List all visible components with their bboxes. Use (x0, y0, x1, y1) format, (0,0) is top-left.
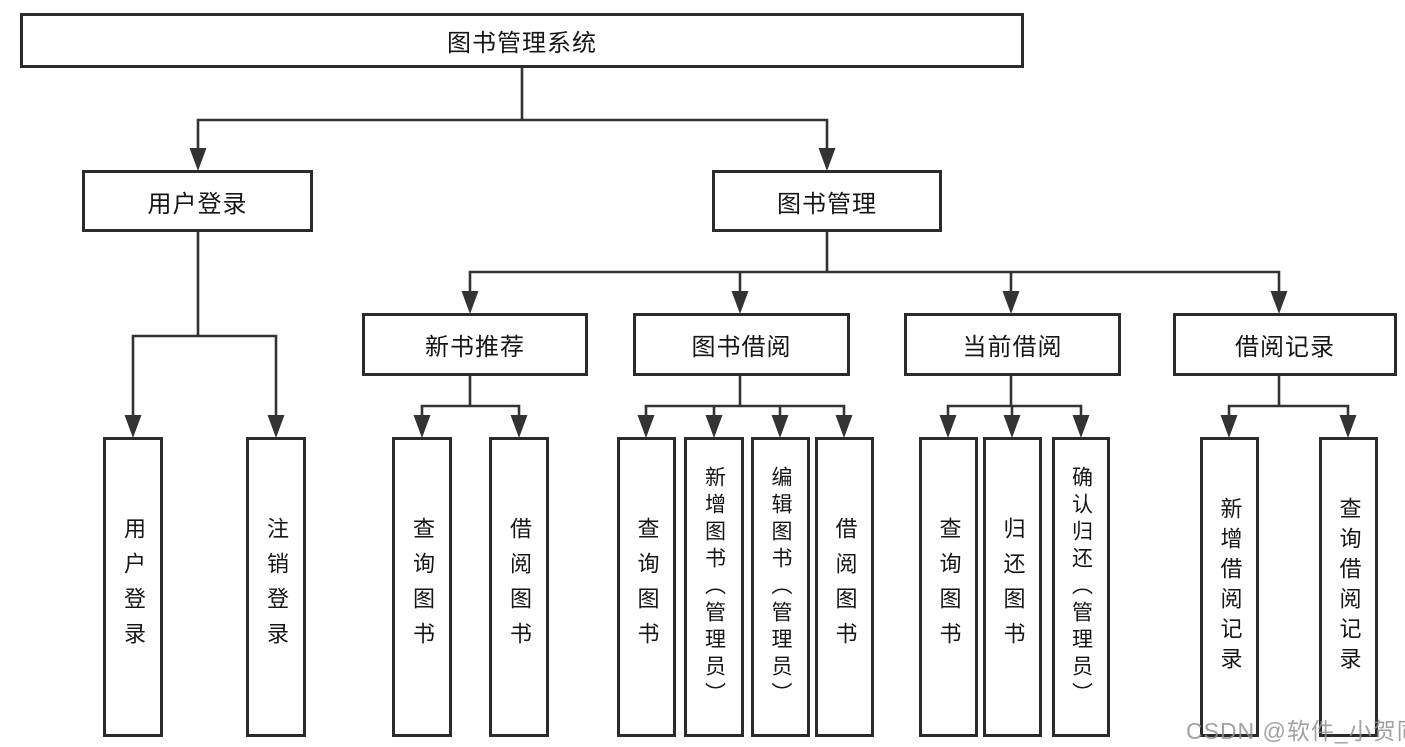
node-label-leaf-confirm-return: 确认归还（管理员） (1069, 465, 1093, 709)
node-leaf-query-book-1: 查询图书 (392, 437, 452, 737)
node-leaf-add-book: 新增图书（管理员） (684, 437, 744, 737)
node-book-management: 图书管理 (712, 170, 942, 232)
node-leaf-edit-book: 编辑图书（管理员） (751, 437, 810, 737)
node-label-leaf-logout: 注销登录 (264, 517, 289, 657)
node-label-current-borrowing: 当前借阅 (962, 334, 1063, 361)
node-label-user-login-branch: 用户登录 (147, 190, 248, 218)
node-leaf-borrow-book-2: 借阅图书 (815, 437, 874, 737)
node-leaf-add-borrow-record: 新增借阅记录 (1200, 437, 1259, 737)
node-book-borrowing: 图书借阅 (633, 313, 850, 376)
node-leaf-query-book-3: 查询图书 (919, 437, 978, 737)
node-label-leaf-edit-book: 编辑图书（管理员） (769, 465, 792, 709)
node-label-leaf-borrow-book-2: 借阅图书 (832, 517, 858, 657)
node-leaf-logout: 注销登录 (246, 437, 306, 737)
arrowhead-icon (124, 148, 1357, 438)
node-label-leaf-user-login: 用户登录 (121, 517, 146, 657)
node-leaf-query-book-2: 查询图书 (617, 437, 676, 737)
node-leaf-borrow-book-1: 借阅图书 (489, 437, 549, 737)
csdn-watermark: CSDN @软件_小贺同学 (1186, 718, 1405, 744)
node-label-leaf-return-book: 归还图书 (1000, 517, 1026, 657)
node-label-system-root: 图书管理系统 (447, 30, 597, 57)
node-label-book-borrowing: 图书借阅 (691, 334, 792, 361)
node-borrowing-records: 借阅记录 (1173, 313, 1397, 376)
node-label-leaf-query-borrow-record: 查询借阅记录 (1336, 497, 1362, 677)
node-label-leaf-add-book: 新增图书（管理员） (702, 465, 726, 709)
node-leaf-query-borrow-record: 查询借阅记录 (1319, 437, 1378, 737)
node-label-leaf-query-book-1: 查询图书 (410, 517, 435, 657)
node-leaf-confirm-return: 确认归还（管理员） (1052, 437, 1110, 737)
node-user-login-branch: 用户登录 (82, 170, 313, 232)
node-label-new-book-recommend: 新书推荐 (425, 334, 525, 361)
node-label-book-management: 图书管理 (777, 190, 877, 218)
node-current-borrowing: 当前借阅 (904, 313, 1121, 376)
node-label-leaf-add-borrow-record: 新增借阅记录 (1217, 497, 1243, 677)
node-new-book-recommend: 新书推荐 (362, 313, 588, 376)
node-leaf-return-book: 归还图书 (983, 437, 1042, 737)
node-label-leaf-query-book-3: 查询图书 (936, 517, 962, 657)
node-system-root: 图书管理系统 (20, 13, 1024, 68)
node-label-leaf-borrow-book-1: 借阅图书 (507, 517, 532, 657)
node-label-borrowing-records: 借阅记录 (1235, 334, 1335, 361)
node-leaf-user-login: 用户登录 (103, 437, 163, 737)
node-label-leaf-query-book-2: 查询图书 (634, 517, 660, 657)
